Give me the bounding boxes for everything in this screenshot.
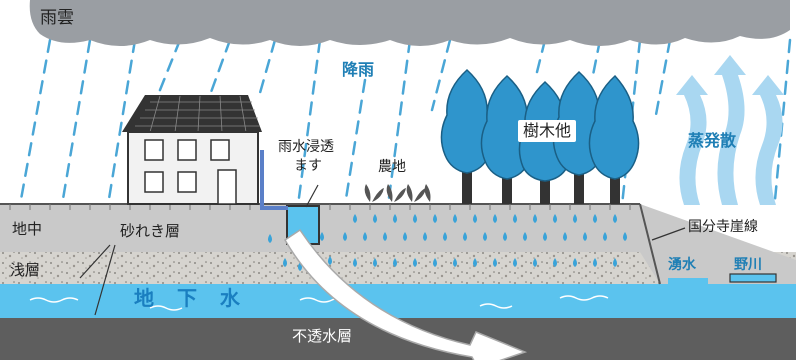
- house: [122, 95, 262, 205]
- farmland-label: 農地: [378, 159, 406, 175]
- impermeable-layer-label: 不透水層: [292, 327, 353, 345]
- lowland: [640, 204, 796, 284]
- infiltration-basin-label-line1: 雨水浸透: [278, 139, 334, 155]
- rain-cloud-label: 雨雲: [40, 8, 74, 28]
- underground-label: 地中: [12, 220, 43, 238]
- rain-cloud: [29, 0, 790, 46]
- farmland-sprouts: [364, 184, 431, 202]
- leader-lines: [79, 184, 686, 316]
- trees-label: 樹木他: [518, 120, 577, 142]
- nogawa-river: [729, 273, 777, 283]
- evapotranspiration-arrows: [676, 55, 784, 205]
- spring-outlet: [668, 278, 708, 284]
- nogawa-river-label: 野川: [734, 257, 762, 273]
- cliff-line-label: 国分寺崖線: [688, 219, 758, 235]
- rainfall-label: 降雨: [342, 60, 375, 79]
- spring-water-label: 湧水: [668, 257, 696, 273]
- gravel-layer-label: 砂れき層: [120, 222, 181, 240]
- evapotranspiration-label: 蒸発散: [688, 131, 737, 150]
- groundwater-layer: [0, 284, 796, 318]
- downspout-pipe: [260, 150, 288, 210]
- groundwater-label: 地 下 水: [134, 286, 248, 310]
- shallow-layer-label: 浅層: [10, 261, 41, 279]
- infiltration-basin-label-line2: ます: [294, 158, 322, 174]
- rain-streaks: [18, 38, 792, 207]
- surface-ticks: [9, 204, 631, 210]
- groundwater-flow-arrow: [283, 228, 528, 360]
- infiltration-droplets: [268, 214, 627, 271]
- cliff-edge: [639, 203, 661, 285]
- trees: [440, 68, 640, 204]
